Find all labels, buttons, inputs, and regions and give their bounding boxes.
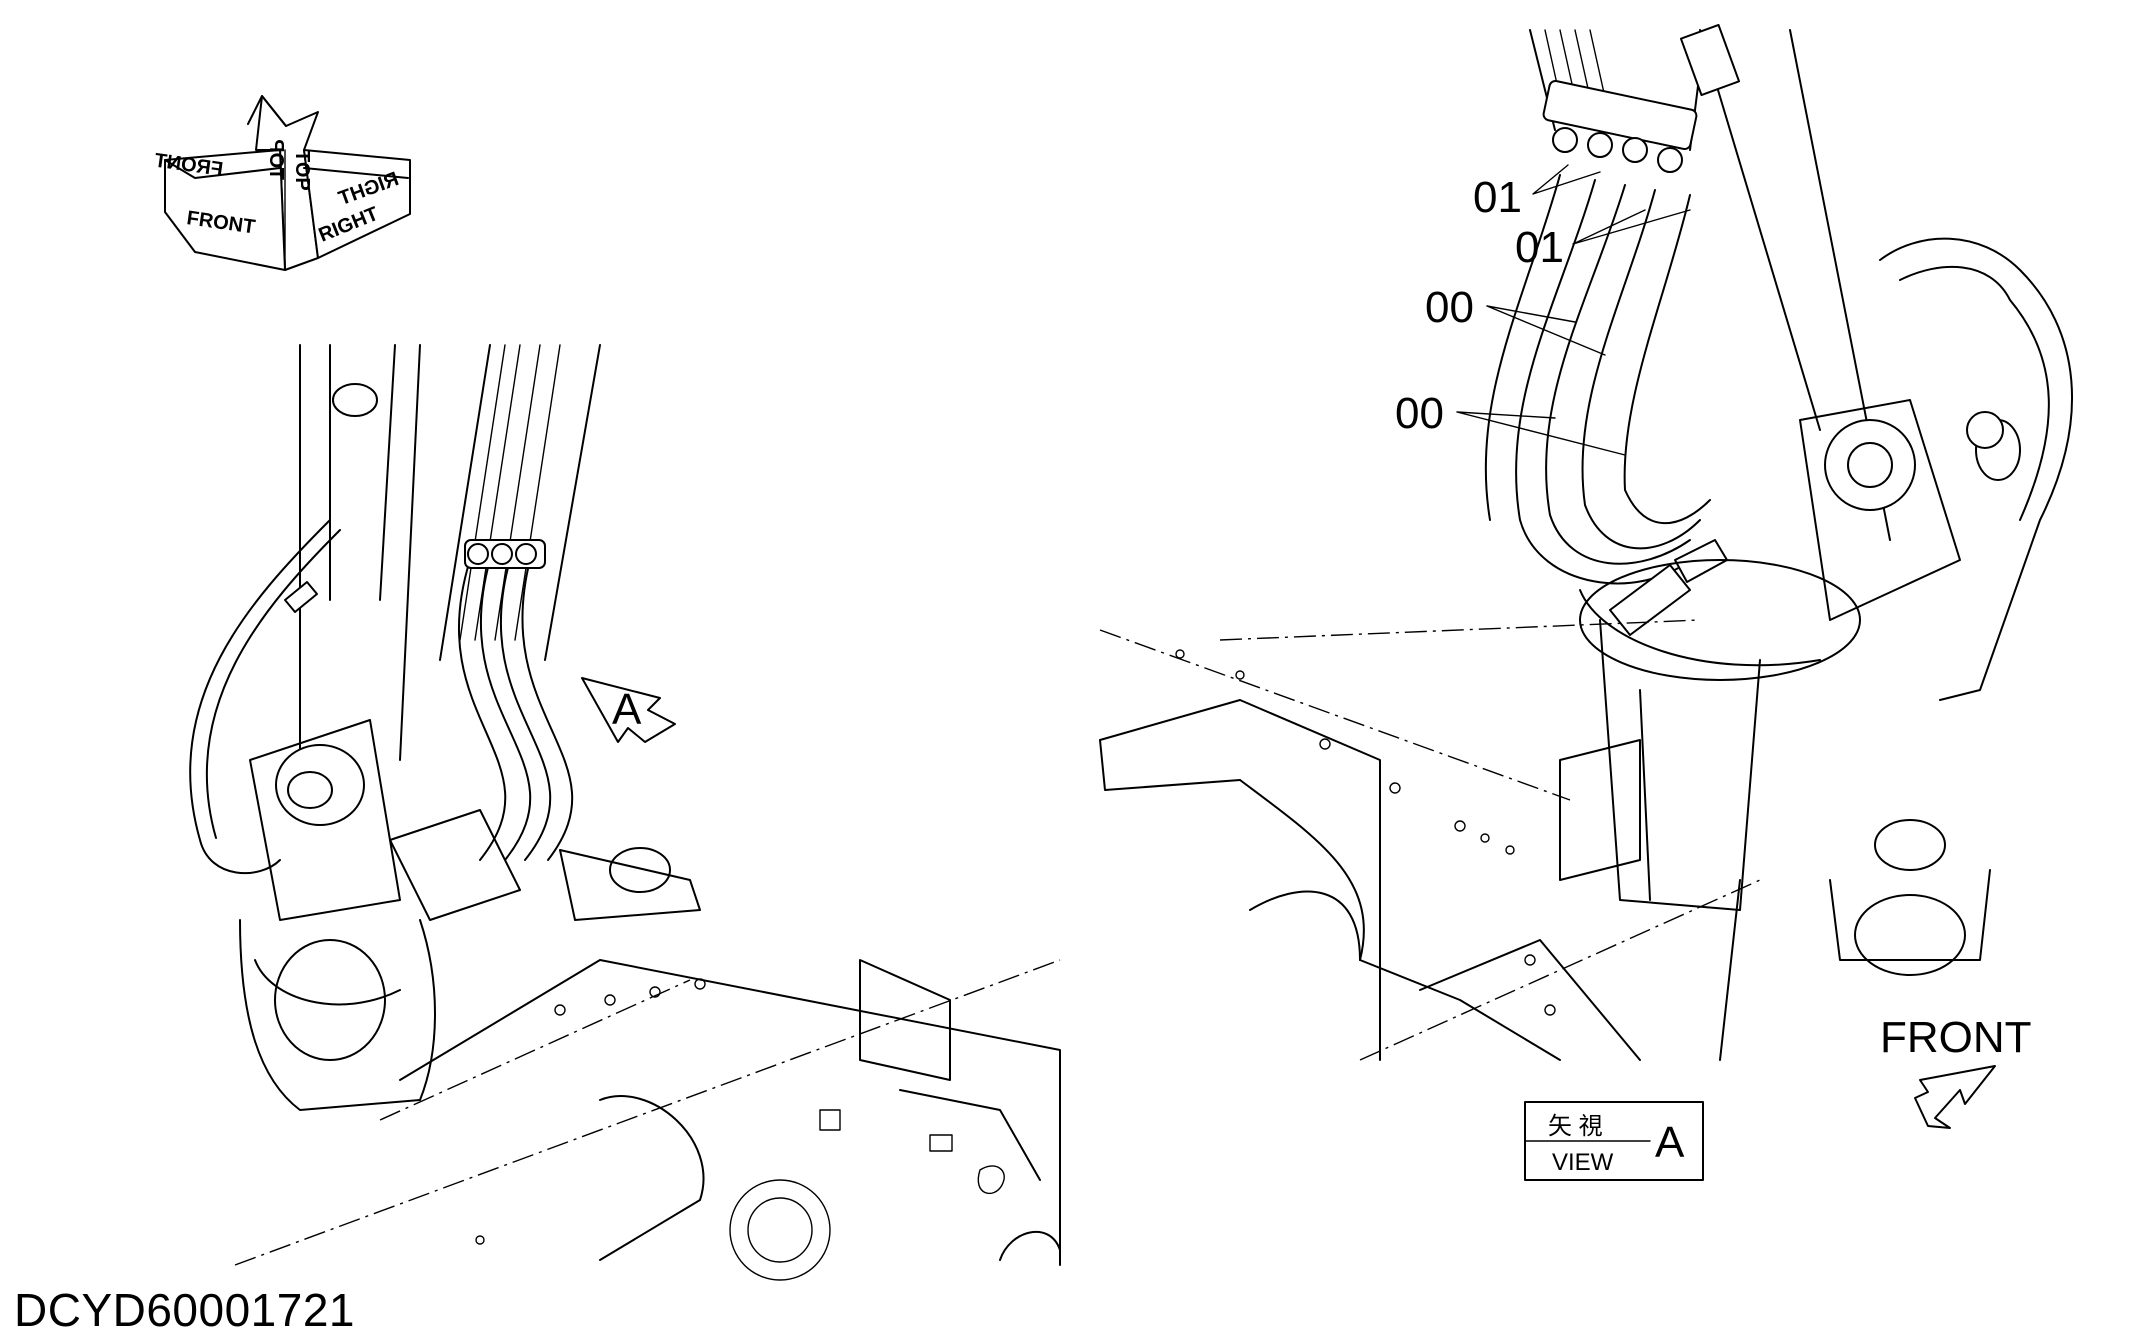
callout-label-00-upper: 00 [1425,283,1474,332]
orientation-symbol: FRONT FRONT TOP TOP RIGHT RIGHT [153,95,411,271]
view-japanese-text: 矢 視 [1548,1113,1603,1140]
right-view-illustration [1099,23,2073,1061]
orientation-top-label: TOP [265,139,287,180]
drawing-id: DCYD60001721 [14,1284,356,1336]
view-a-arrow-letter: A [612,685,642,734]
callout-label-00-lower: 00 [1395,389,1444,438]
view-english-text: VIEW [1552,1149,1614,1176]
view-box-letter: A [1655,1118,1685,1167]
callout-label-01-upper: 01 [1473,173,1522,222]
view-a-label-box: 矢 視 VIEW A [1524,1101,1704,1181]
front-label: FRONT [1880,1013,2032,1062]
left-view-illustration [189,344,1061,1281]
orientation-front-mirrored: FRONT [153,150,224,181]
callout-label-01-lower: 01 [1515,223,1564,272]
callout-group: 01 01 00 00 [1395,164,1691,456]
orientation-top-mirrored: TOP [291,150,313,191]
front-direction-indicator: FRONT [1880,1013,2032,1129]
view-a-arrow: A [581,677,676,743]
